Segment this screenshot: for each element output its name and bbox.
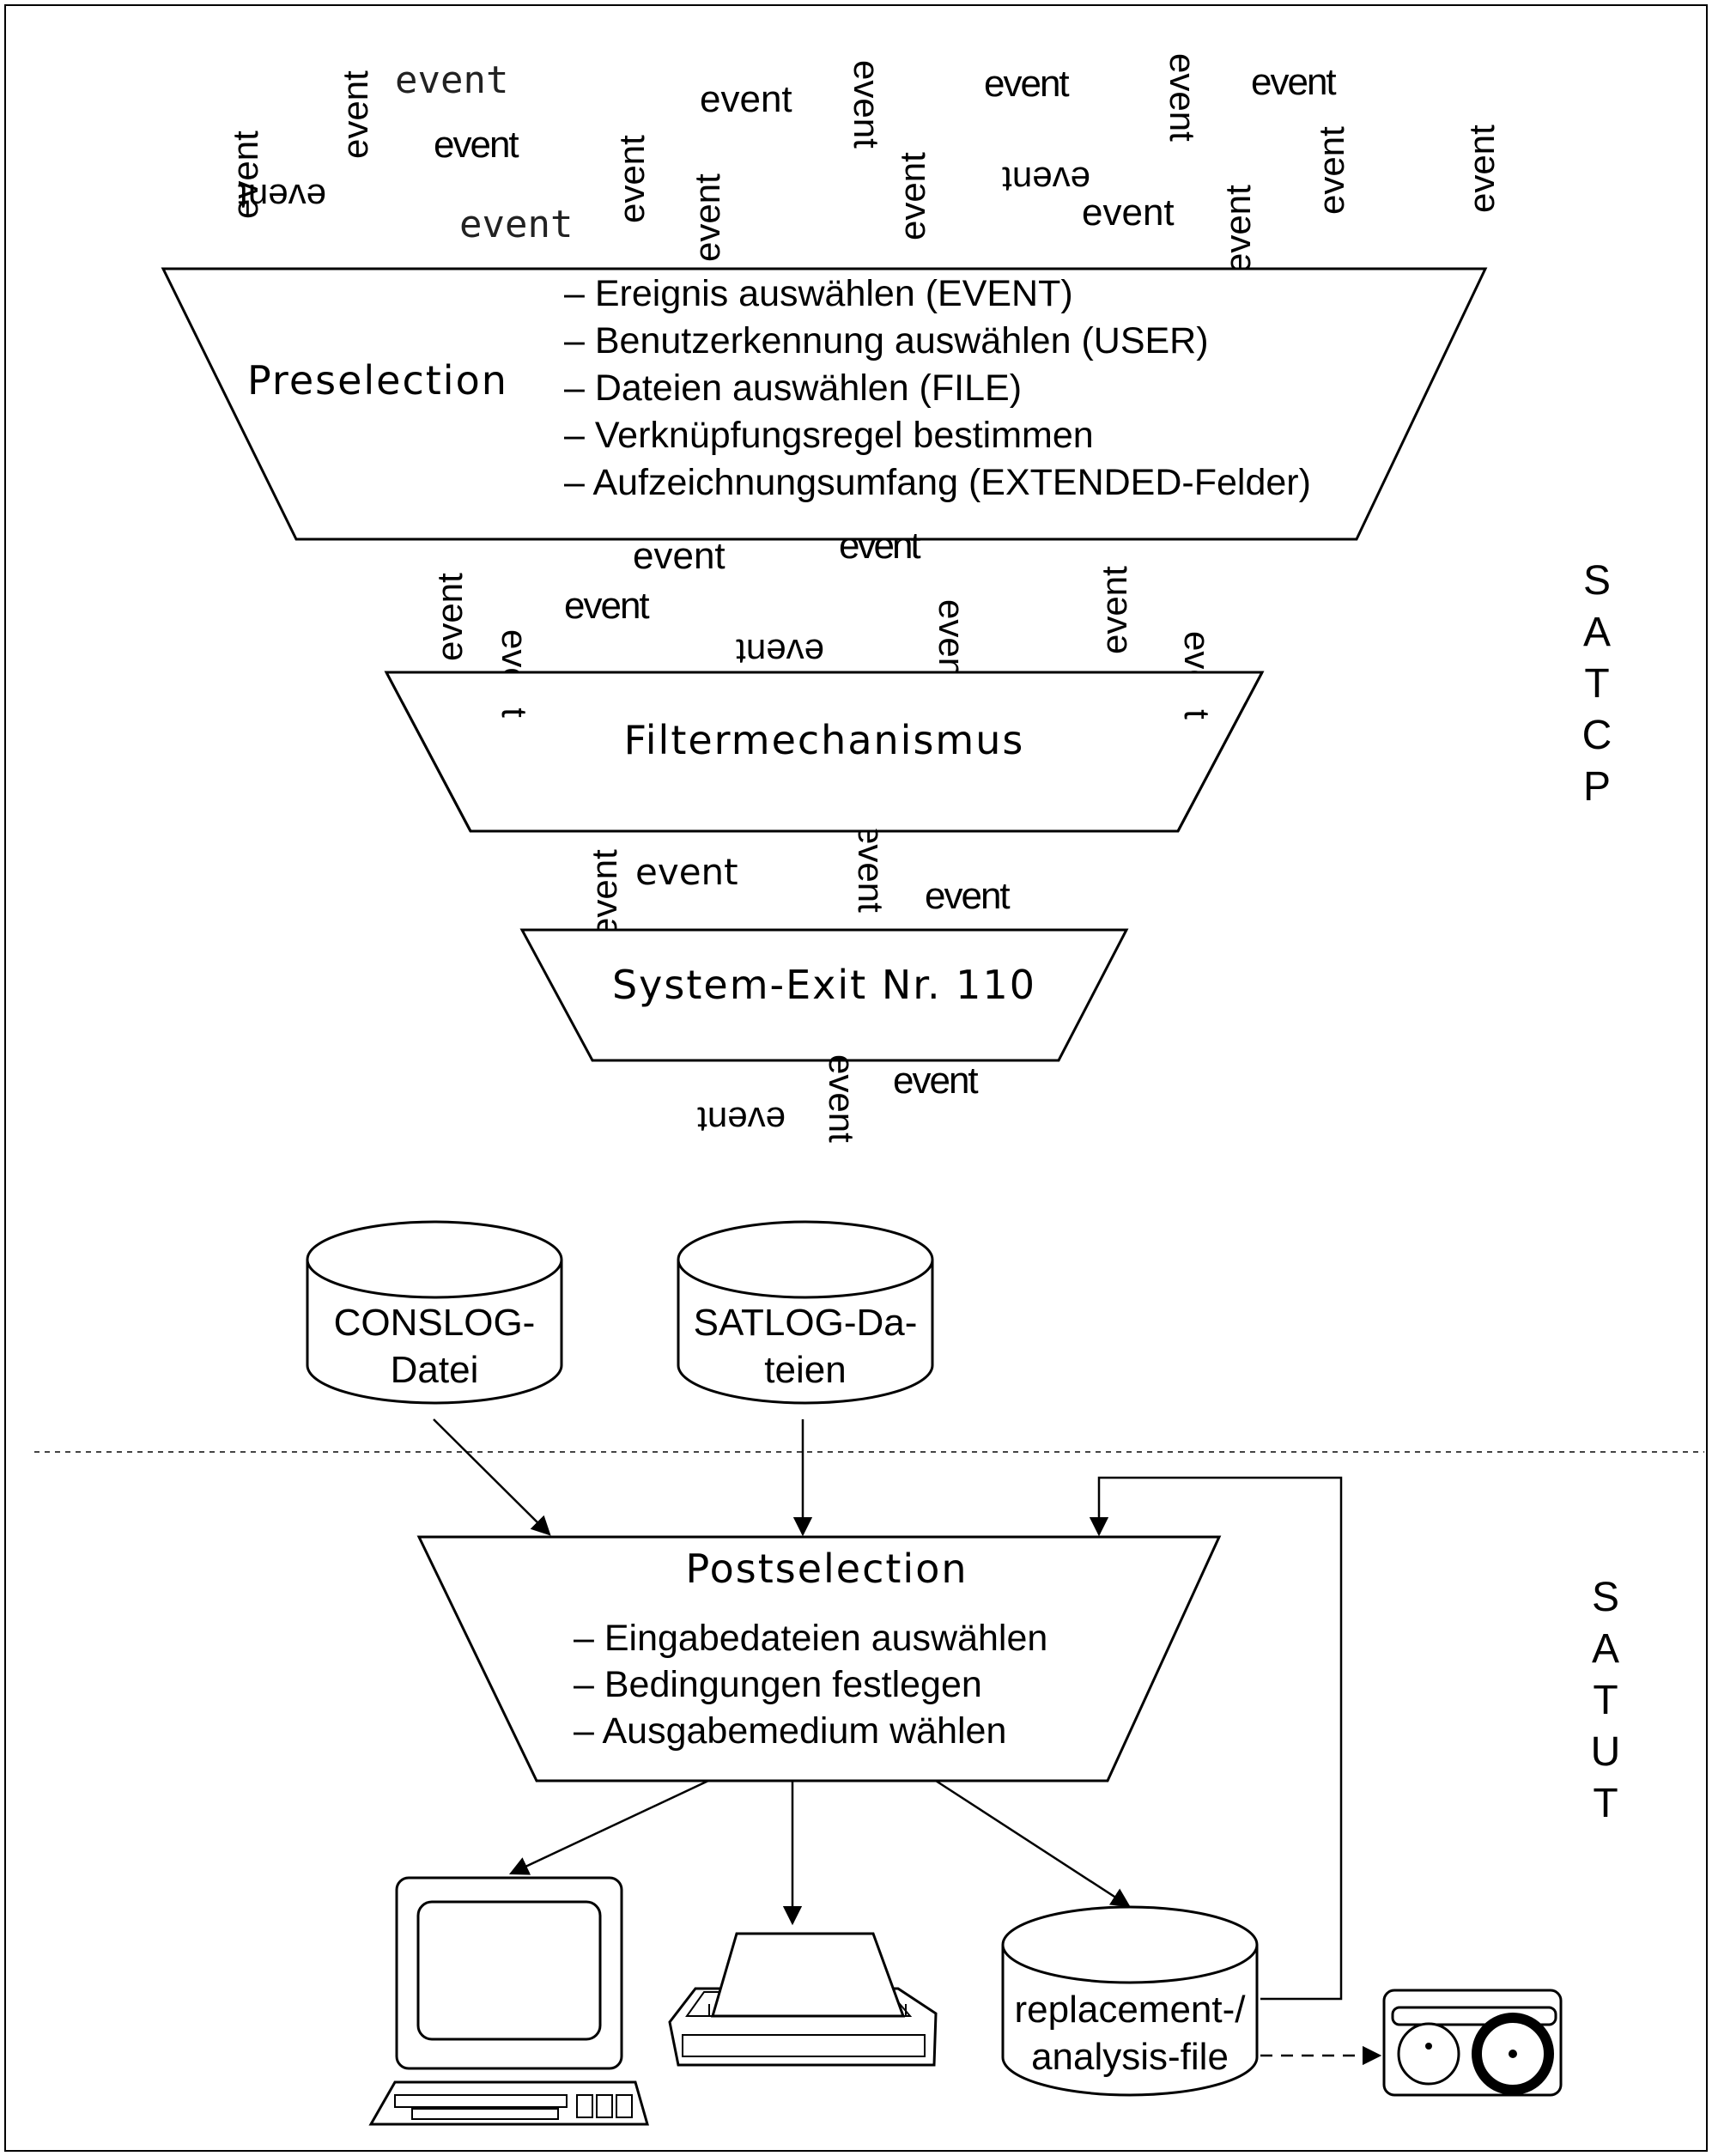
page-frame [4,4,1708,2152]
event-label: event [1082,191,1175,234]
event-label: event [984,63,1069,105]
terminal-icon [368,1876,649,2126]
event-label: event [1311,126,1351,215]
satlog-label: SATLOG-Da- [694,1302,918,1344]
conslog-arrow [433,1418,551,1536]
system-exit-title: System-Exit Nr. 110 [612,962,1036,1008]
file-arrow [935,1779,1131,1908]
preselection-item: – Verknüpfungsregel bestimmen [564,415,1094,456]
preselected-events: event event event event event event [429,525,1134,672]
system-exit-funnel: System-Exit Nr. 110 [519,928,1129,1062]
event-label: event [611,135,652,223]
event-label: event [736,632,824,672]
event-label: event [335,70,375,159]
event-label: event [395,58,508,102]
event-label: event [893,1060,978,1102]
event-label: event [697,1100,786,1140]
postselection-item: – Bedingungen festlegen [574,1664,982,1705]
satcp-label: S A T C P [1582,558,1612,810]
event-label: event [225,131,265,219]
event-label: event [851,824,891,913]
output-events: event event event [697,1054,980,1143]
satcp-letter: T [1584,661,1609,707]
satcp-letter: S [1583,558,1611,604]
analysis-file-label: replacement-/ [1014,1989,1246,2031]
postselection-item: – Eingabedateien auswählen [574,1618,1047,1659]
preselection-funnel: Preselection – Ereignis auswählen (EVENT… [161,267,1488,541]
terminal-arrow [508,1779,709,1875]
satut-letter: A [1592,1626,1619,1672]
event-label: event [1163,53,1203,142]
analysis-file-label: analysis-file [1031,2036,1229,2078]
satcp-letter: A [1583,610,1611,655]
feedback-loop-arrow [1089,1476,1343,2001]
conslog-file-icon: CONSLOG- Datei [306,1220,563,1405]
satcp-letter: P [1583,764,1611,810]
printer-icon [668,1932,938,2067]
event-label: event [700,78,792,120]
event-label: event [434,124,519,166]
event-label: event [1002,160,1090,200]
tape-drive-icon [1382,1989,1563,2097]
conslog-label: CONSLOG- [334,1302,536,1344]
satlog-file-icon: SATLOG-Da- teien [677,1220,934,1405]
postselection-item: – Ausgabemedium wählen [574,1710,1006,1752]
event-label: event [892,152,932,240]
satcp-letter: C [1582,713,1612,758]
postselection-funnel: Postselection – Eingabedateien auswählen… [416,1535,1222,1782]
event-label: event [925,875,1010,917]
event-label: event [238,177,326,217]
satut-letter: U [1591,1729,1621,1775]
event-label: event [459,203,573,246]
preselection-title: Preselection [247,357,508,404]
preselection-item: – Aufzeichnungsumfang (EXTENDED-Felder) [564,462,1311,503]
event-label: event [1461,125,1502,213]
preselection-item: – Ereignis auswählen (EVENT) [564,273,1073,314]
event-label: event [822,1054,862,1143]
event-label: event [564,585,649,627]
event-label: event [1251,61,1336,103]
event-label: event [1217,185,1258,273]
filter-funnel: Filtermechanismus [384,671,1265,833]
filtered-events: event event event event [584,824,1011,938]
satut-letter: S [1592,1575,1619,1620]
event-label: event [1094,566,1134,654]
satlog-label: teien [764,1349,846,1391]
conslog-label: Datei [391,1349,479,1391]
satut-letter: T [1593,1781,1618,1826]
analysis-file-icon: replacement-/ analysis-file [1001,1905,1259,2097]
event-label: event [633,535,725,577]
event-label: event [635,851,738,893]
event-label: event [847,60,887,149]
event-label: event [687,173,727,262]
event-label: event [584,849,624,938]
event-label: event [839,525,920,567]
preselection-item: – Benutzerkennung auswählen (USER) [564,320,1209,361]
satut-label: S A T U T [1591,1575,1621,1826]
filter-title: Filtermechanismus [624,717,1025,763]
postselection-title: Postselection [686,1546,968,1592]
event-label: event [429,573,470,661]
satut-letter: T [1593,1678,1618,1723]
incoming-events: event event event event event event even… [225,53,1502,273]
preselection-item: – Dateien auswählen (FILE) [564,367,1022,409]
